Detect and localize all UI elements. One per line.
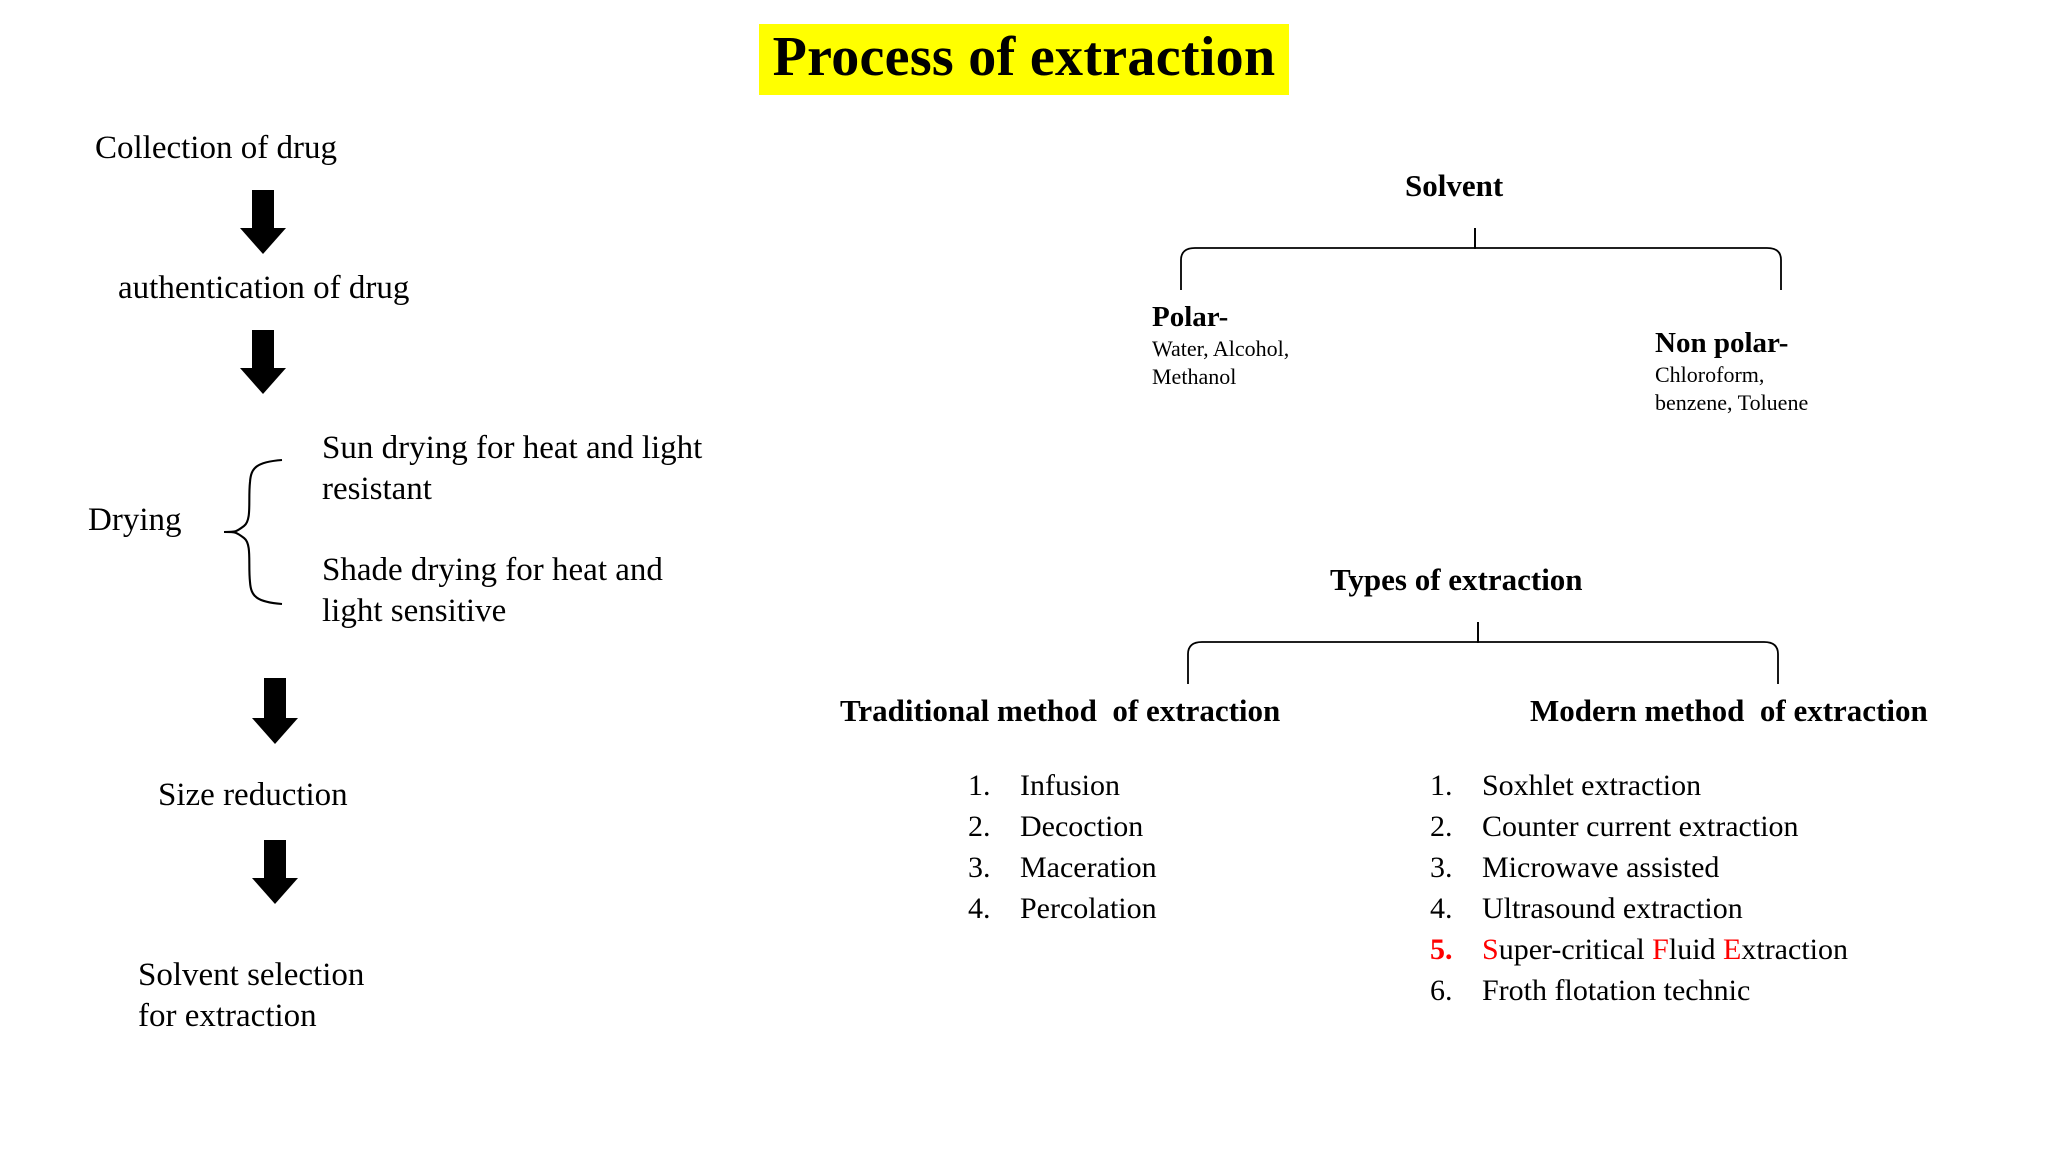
flow-step-solvent-selection: Solvent selection for extraction <box>138 957 365 1035</box>
curly-brace-icon-drying <box>223 458 283 606</box>
tree-connector-extraction <box>1187 622 1779 684</box>
flow-step-drying: Drying <box>88 502 182 538</box>
page-title: Process of extraction <box>758 24 1290 95</box>
list-item: 6. Froth flotation technic <box>1430 970 2030 1011</box>
list-item-number: 1. <box>1430 769 1453 802</box>
solvent-branch-polar: Polar- Water, Alcohol, Methanol <box>1152 300 1492 391</box>
flow-step-size-reduction: Size reduction <box>158 777 348 813</box>
list-item: 4. Percolation <box>968 888 1408 929</box>
list-item: 2. Decoction <box>968 806 1408 847</box>
list-item-number: 3. <box>1430 851 1453 885</box>
list-item-label: Percolation <box>1020 892 1157 926</box>
extraction-column-head-traditional: Traditional method of extraction <box>840 693 1281 728</box>
list-item: 3. Microwave assisted <box>1430 847 2030 888</box>
drying-branch-shade-drying: Shade drying for heat and light sensitiv… <box>322 552 663 630</box>
page-title-container: Process of extraction <box>0 24 2048 95</box>
flow-step-authentication-of-drug: authentication of drug <box>118 270 410 306</box>
list-item: 3. Maceration <box>968 847 1408 888</box>
list-item-label: Maceration <box>1020 851 1157 885</box>
list-item-number: 5. <box>1430 933 1453 967</box>
flow-step-collection-of-drug: Collection of drug <box>95 130 337 166</box>
solvent-branch-polar-items: Water, Alcohol, Methanol <box>1152 335 1290 389</box>
arrow-down-icon-4 <box>252 840 298 904</box>
list-item-label: Super-critical Fluid Extraction <box>1482 933 1848 967</box>
list-item-label: Counter current extraction <box>1482 810 1799 844</box>
list-item-number: 2. <box>1430 810 1453 844</box>
traditional-methods-list: 1. Infusion 2. Decoction 3. Maceration 4. Perco… <box>968 765 1408 929</box>
list-item-label: Ultrasound extraction <box>1482 892 1743 926</box>
list-item: 4. Ultrasound extraction <box>1430 888 2030 929</box>
list-item-number: 3. <box>968 851 991 885</box>
list-item-label: Froth flotation technic <box>1482 974 1751 1008</box>
list-item-label: Infusion <box>1020 769 1120 802</box>
arrow-down-icon-1 <box>240 190 286 254</box>
list-item: 1. Soxhlet extraction <box>1430 765 2030 806</box>
list-item-number: 4. <box>968 892 991 926</box>
modern-methods-list: 1. Soxhlet extraction 2. Counter current ex… <box>1430 765 2030 1012</box>
list-item: 2. Counter current extraction <box>1430 806 2030 847</box>
list-item-label: Microwave assisted <box>1482 851 1720 885</box>
list-item-number: 6. <box>1430 974 1453 1008</box>
list-item: 1. Infusion <box>968 765 1408 806</box>
list-item: 5. Super-critical Fluid Extraction <box>1430 929 2030 970</box>
list-item-label: Soxhlet extraction <box>1482 769 1702 802</box>
tree-connector-solvent <box>1180 228 1782 290</box>
list-item-number: 4. <box>1430 892 1453 926</box>
list-item-label: Decoction <box>1020 810 1144 844</box>
extraction-tree-root: Types of extraction <box>1330 562 1583 597</box>
solvent-tree-root: Solvent <box>1405 168 1504 203</box>
solvent-branch-polar-head: Polar- <box>1152 301 1229 333</box>
solvent-branch-nonpolar: Non polar- Chloroform, benzene, Toluene <box>1655 326 2015 417</box>
solvent-branch-nonpolar-head: Non polar- <box>1655 327 1789 359</box>
drying-branch-sun-drying: Sun drying for heat and light resistant <box>322 430 703 508</box>
list-item-number: 1. <box>968 769 991 802</box>
arrow-down-icon-3 <box>252 678 298 744</box>
list-item-number: 2. <box>968 810 991 844</box>
solvent-branch-nonpolar-items: Chloroform, benzene, Toluene <box>1655 361 1809 415</box>
arrow-down-icon-2 <box>240 330 286 394</box>
extraction-column-head-modern: Modern method of extraction <box>1530 693 1928 728</box>
